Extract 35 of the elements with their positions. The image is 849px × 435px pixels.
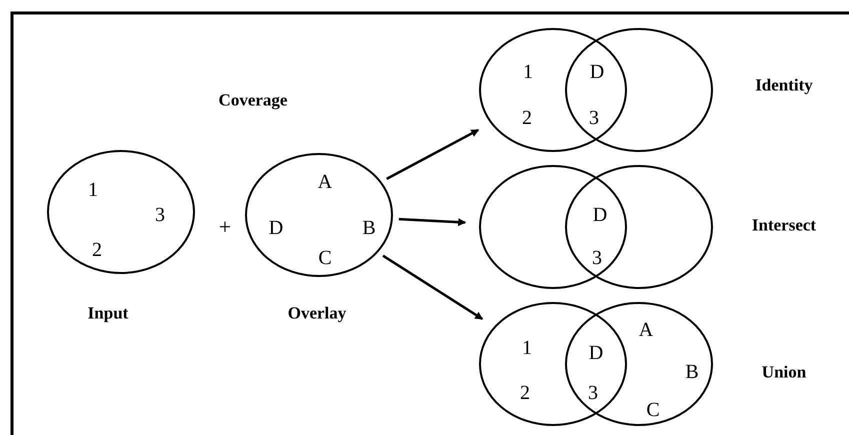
set-element-label: D xyxy=(590,62,604,82)
venn-diagram xyxy=(479,302,713,426)
set-element-label: 2 xyxy=(522,108,532,128)
set-element-label: D xyxy=(268,218,284,238)
set-caption: Union xyxy=(762,364,806,380)
set-element-label: 1 xyxy=(523,62,533,82)
group-title: Coverage xyxy=(218,92,288,108)
operator-sign: + xyxy=(218,216,232,238)
set-element-label: B xyxy=(685,362,699,382)
set-element-label: D xyxy=(592,205,608,225)
arrow xyxy=(398,218,466,226)
set-caption: Input xyxy=(88,304,128,322)
set-element-label: 1 xyxy=(88,180,98,200)
venn-diagram xyxy=(479,28,713,152)
set-element-label: 3 xyxy=(589,108,599,128)
set-element-label: 3 xyxy=(588,383,598,403)
set-element-label: B xyxy=(362,218,376,238)
set-element-label: A xyxy=(318,172,332,192)
set-ellipse xyxy=(47,150,195,274)
set-element-label: 2 xyxy=(520,383,530,403)
set-element-label: 1 xyxy=(522,338,532,358)
set-element-label: C xyxy=(318,248,332,268)
set-caption: Identity xyxy=(755,76,813,94)
set-element-label: 2 xyxy=(92,240,102,260)
set-element-label: C xyxy=(646,400,660,420)
set-caption: Overlay xyxy=(288,304,346,322)
set-element-label: 3 xyxy=(592,248,602,268)
venn-diagram xyxy=(479,165,713,289)
set-element-label: D xyxy=(588,343,604,363)
set-ellipse xyxy=(245,153,393,277)
set-caption: Intersect xyxy=(752,216,816,234)
set-element-label: A xyxy=(638,320,654,340)
set-element-label: 3 xyxy=(155,205,165,225)
arrow xyxy=(382,254,484,320)
arrow xyxy=(386,128,480,180)
